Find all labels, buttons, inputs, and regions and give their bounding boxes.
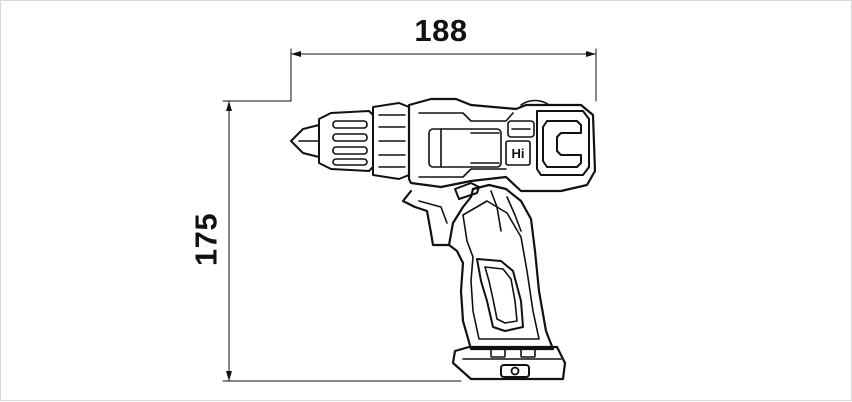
height-dimension-line (222, 100, 462, 382)
height-dimension-label: 175 (188, 212, 224, 267)
width-dimension-line (290, 48, 597, 102)
drill-gearbox (407, 97, 597, 193)
width-dimension-label: 188 (414, 13, 468, 48)
drill-chuck (290, 102, 410, 180)
drill-battery-base (451, 345, 567, 381)
drill-handle (401, 182, 555, 351)
hi-speed-badge-label: Hi (511, 145, 525, 161)
